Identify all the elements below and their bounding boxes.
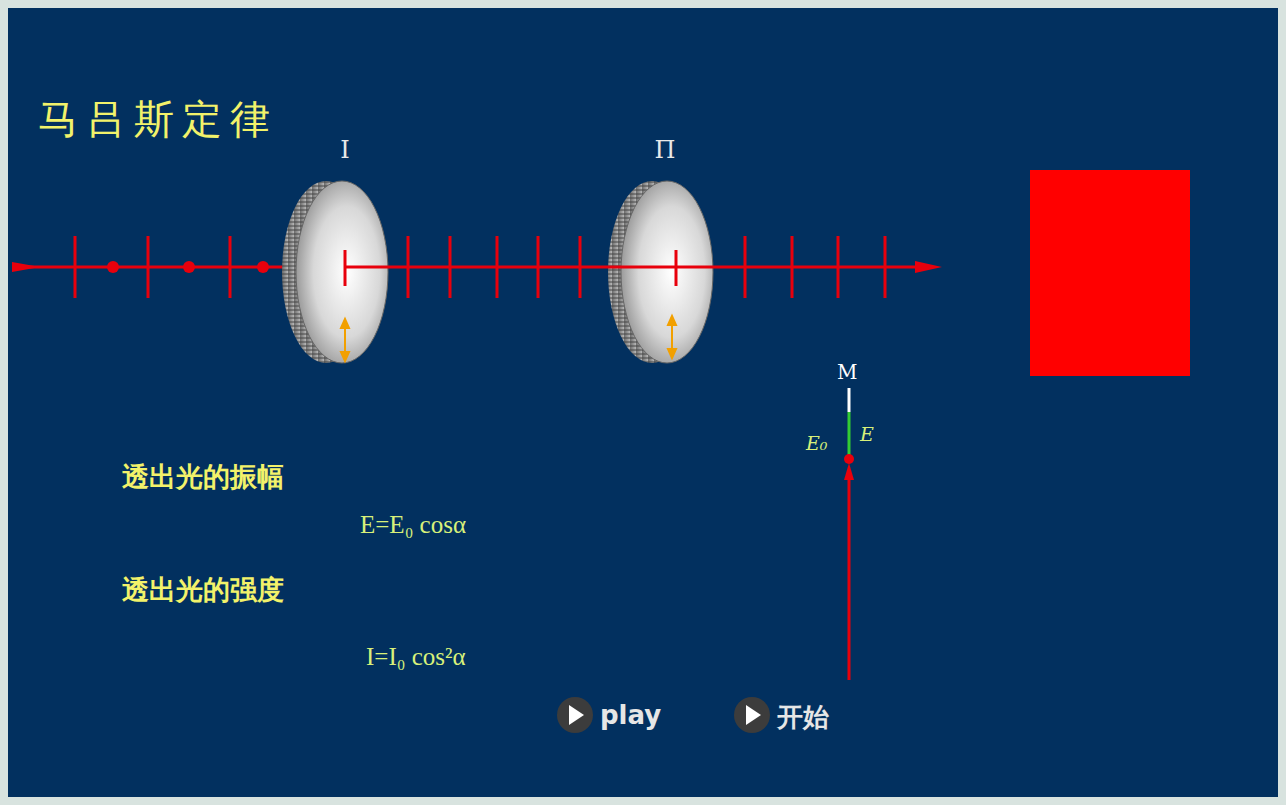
diagram-title: 马吕斯定律 [38, 92, 278, 147]
button-text: play [600, 700, 661, 730]
point-label: M [837, 360, 857, 384]
polarizer: Π [620, 136, 710, 166]
caption-text: 透出光的强度 [122, 572, 284, 608]
formula: I=I₀ cos²α [366, 643, 466, 671]
play-icon [733, 695, 773, 735]
button-text: 开始 [777, 700, 829, 735]
polarizer-label: Π [620, 136, 710, 164]
formula: E=E₀ cosα [360, 511, 466, 539]
play-button: 开始 [733, 695, 835, 735]
amplitude-symbol: E₀ [806, 432, 828, 454]
play-button: play [556, 695, 668, 735]
play-icon [556, 695, 596, 735]
polarizer-label: I [300, 136, 390, 164]
polarizer: I [300, 136, 390, 166]
amplitude-symbol: E [860, 423, 874, 445]
caption-text: 透出光的振幅 [122, 459, 284, 495]
